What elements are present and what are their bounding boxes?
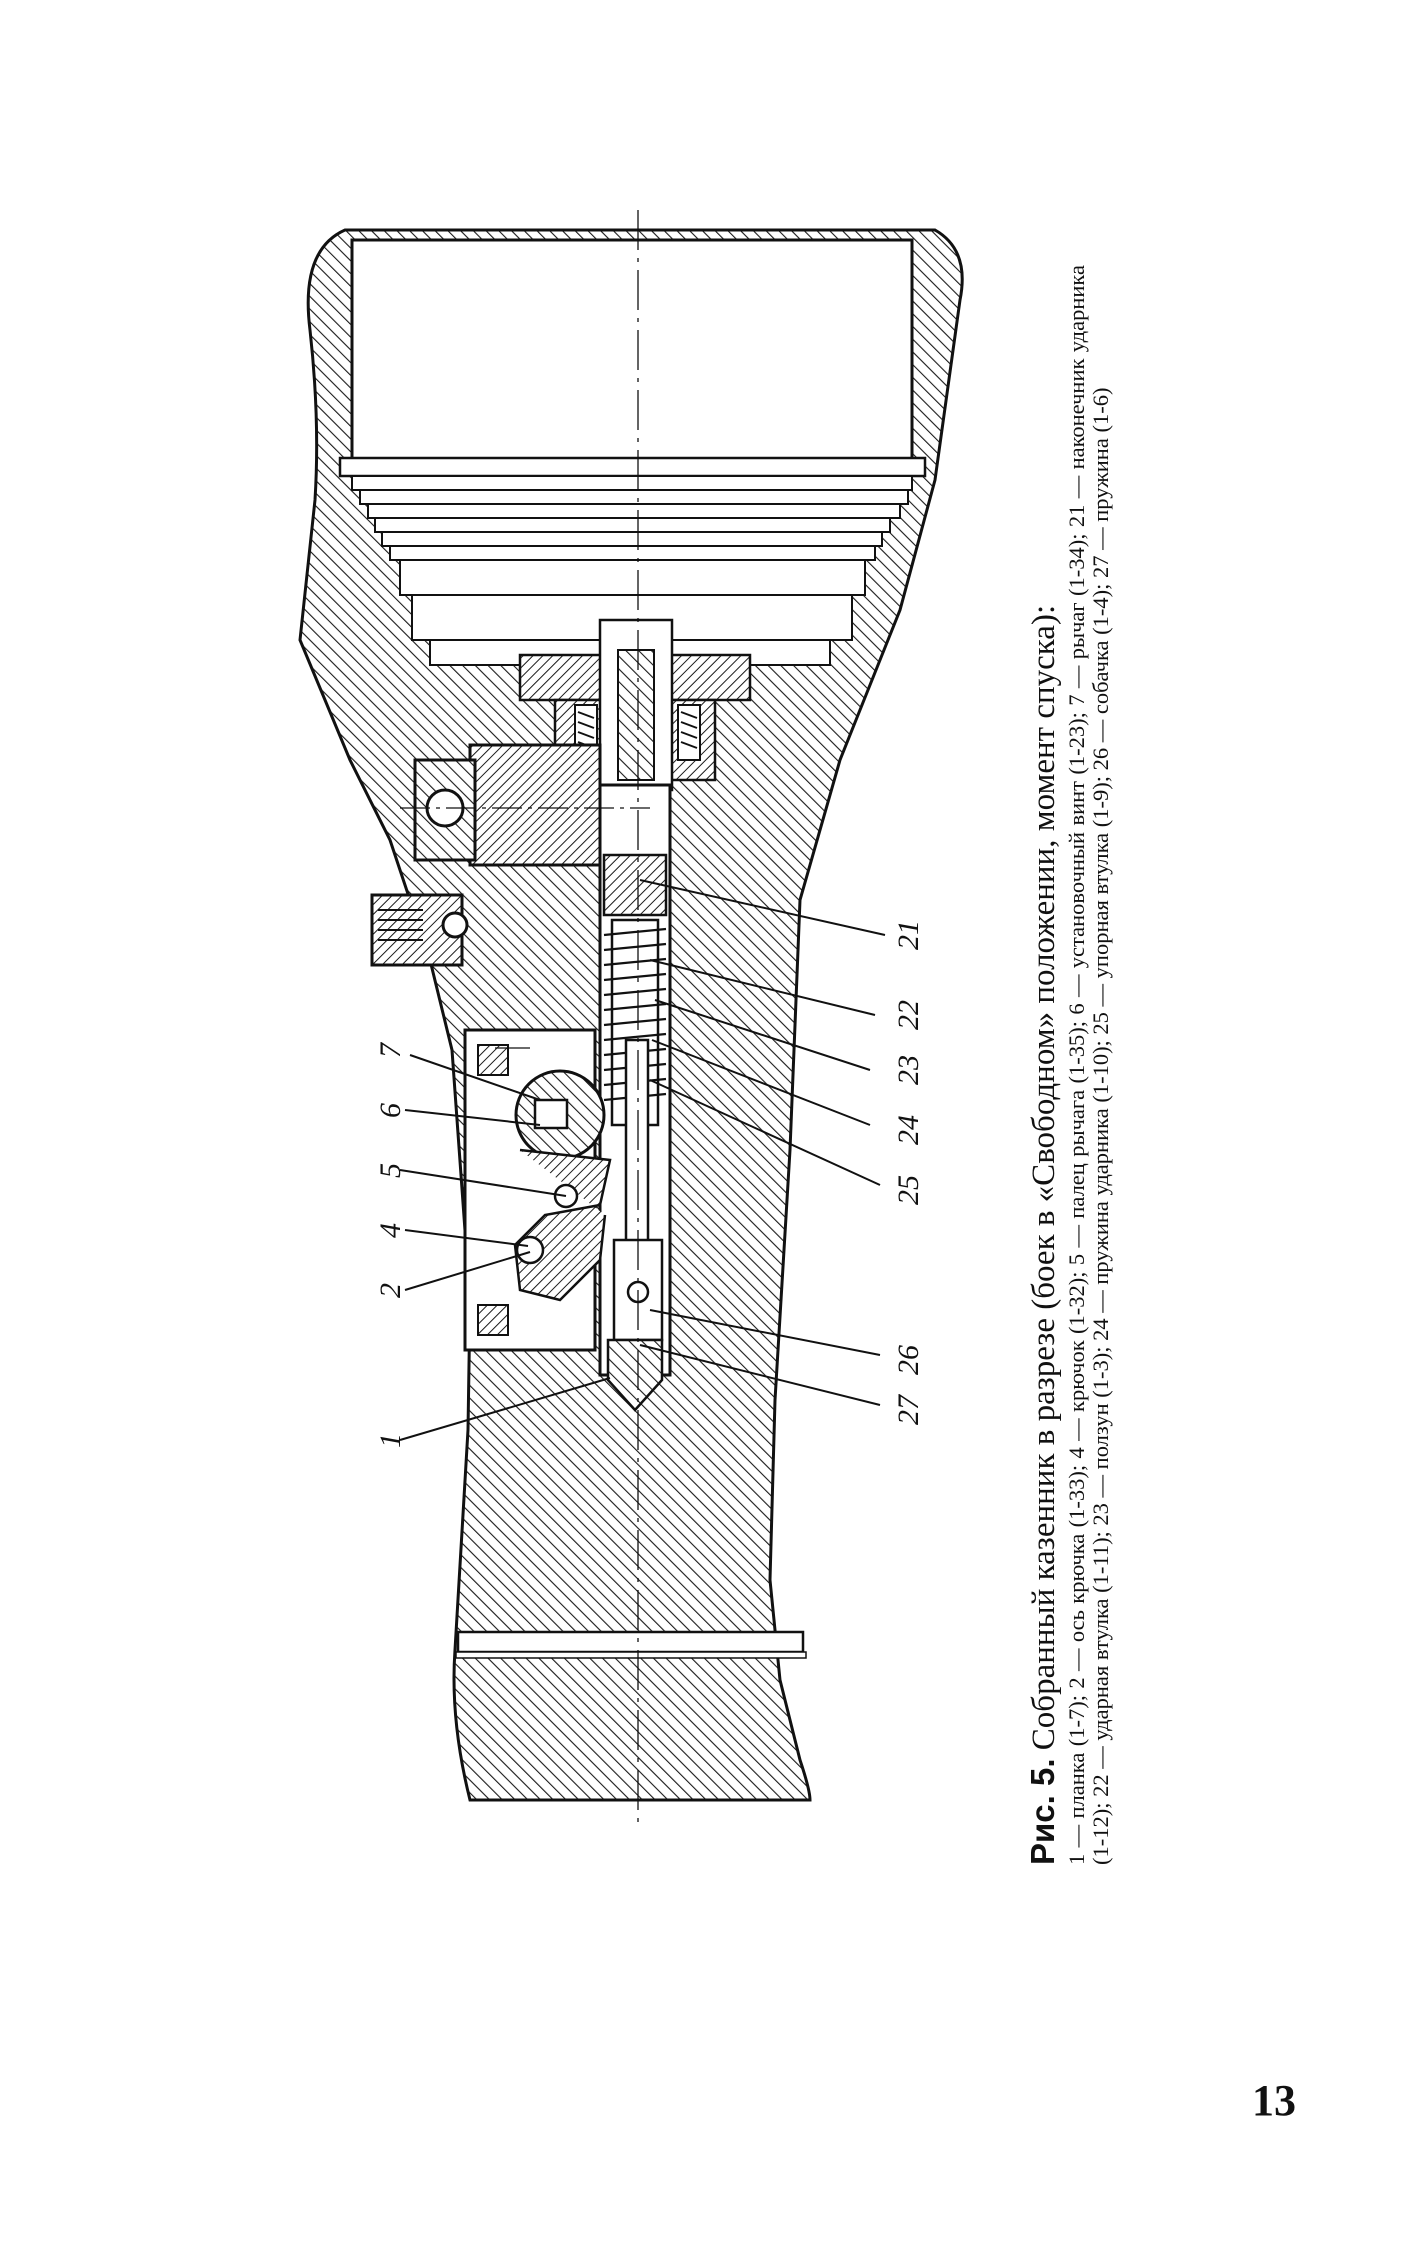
callout-7: 7 (374, 1041, 407, 1058)
figure-label: Рис. 5. (1024, 1758, 1061, 1865)
firing-pin-head (518, 618, 752, 792)
callout-21: 21 (892, 920, 925, 950)
callout-27: 27 (892, 1393, 925, 1425)
caption-legend: 1 — планка (1-7); 2 — ось крючка (1-33);… (1064, 265, 1113, 1865)
page-number: 13 (1252, 2076, 1296, 2125)
caption-title-text: Собранный казенник в разрезе (боек в «Св… (1026, 604, 1062, 1751)
figure-caption: Рис. 5. Собранный казенник в разрезе (бо… (1022, 265, 1142, 1865)
callout-23: 23 (892, 1055, 925, 1085)
callout-26: 26 (892, 1345, 925, 1375)
callout-4: 4 (374, 1223, 407, 1238)
caption-title: Рис. 5. Собранный казенник в разрезе (бо… (1022, 265, 1065, 1865)
grip-band (455, 1630, 807, 1659)
leader-lines (399, 879, 886, 1441)
callout-labels: 1 2 4 5 6 7 21 22 23 24 25 26 27 (374, 920, 925, 1448)
callout-5: 5 (374, 1163, 407, 1178)
callout-24: 24 (892, 1115, 925, 1145)
striker-channel (598, 783, 672, 1412)
center-lines (400, 210, 650, 1830)
side-block (370, 743, 602, 967)
trigger-window (463, 1028, 612, 1352)
callout-2: 2 (374, 1283, 407, 1298)
front-cavity (338, 238, 927, 666)
callout-6: 6 (374, 1103, 407, 1118)
callout-1: 1 (374, 1433, 407, 1448)
callout-25: 25 (892, 1175, 925, 1205)
callout-22: 22 (892, 1000, 925, 1030)
